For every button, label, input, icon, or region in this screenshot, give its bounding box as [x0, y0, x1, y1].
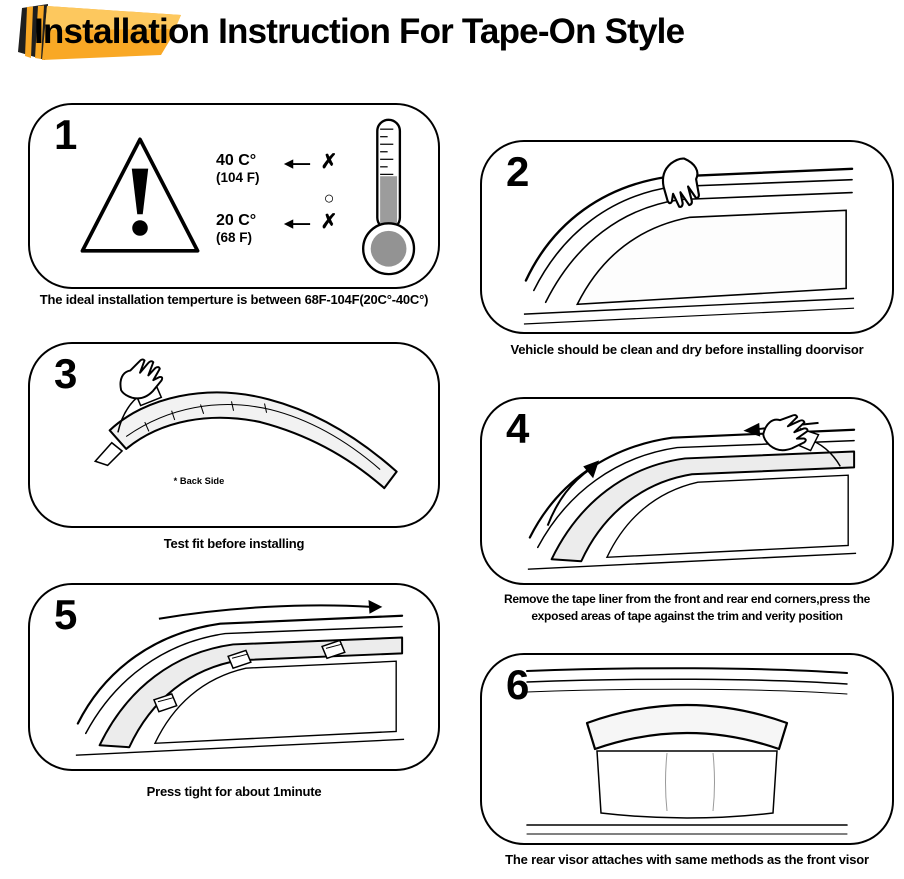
temperature-range: 40 C° (104 F) ✗ ○ 20 C° (68 F)	[216, 152, 342, 245]
visor-test-fit-illustration: * Back Side	[93, 358, 398, 490]
not-ok-mark: ✗	[320, 210, 338, 233]
header: Installation Instruction For Tape-On Sty…	[0, 0, 904, 74]
rear-window-shape	[596, 750, 778, 819]
temperature-diagram: 40 C° (104 F) ✗ ○ 20 C° (68 F)	[30, 105, 438, 287]
visor-shape	[550, 450, 856, 563]
ok-row: ○	[316, 188, 342, 209]
step-caption-4-line1: Remove the tape liner from the front and…	[504, 592, 870, 606]
rear-visor-shape	[585, 703, 789, 751]
step-number-3: 3	[54, 350, 78, 397]
step-caption-5: Press tight for about 1minute	[146, 784, 322, 799]
step-caption-4-line2: exposed areas of tape against the trim a…	[531, 609, 843, 623]
not-ok-mark: ✗	[320, 150, 338, 173]
left-arrow-icon	[283, 218, 311, 229]
temp-high-fahrenheit: (104 F)	[216, 169, 260, 185]
press-visor-illustration	[75, 599, 405, 756]
step-number-1: 1	[54, 111, 78, 158]
step-number-6: 6	[506, 661, 530, 708]
temp-high-celsius: 40 C°	[216, 151, 257, 169]
step-caption-4: Remove the tape liner from the front and…	[467, 591, 904, 625]
left-arrow-icon	[283, 158, 311, 169]
tape-liner-removal-illustration	[527, 414, 857, 570]
step-panel-5: 5	[28, 583, 440, 771]
step-number-4: 4	[506, 405, 530, 452]
step-number-5: 5	[54, 591, 78, 638]
step-caption-2: Vehicle should be clean and dry before i…	[510, 342, 864, 357]
visor-shape	[108, 391, 398, 490]
thermometer-illustration	[362, 118, 416, 276]
tape-flag-icon	[321, 639, 346, 660]
tape-tail	[93, 441, 124, 467]
temp-low-row: 20 C° (68 F) ✗	[216, 212, 342, 245]
step-panel-4: 4	[480, 397, 894, 585]
ok-mark: ○	[323, 187, 335, 208]
visor-shape	[98, 636, 404, 749]
ribbon-decoration-icon	[18, 4, 181, 60]
hand-icon	[661, 157, 700, 208]
step-number-2: 2	[506, 148, 530, 195]
temp-low-fahrenheit: (68 F)	[216, 229, 253, 245]
temp-low-celsius: 20 C°	[216, 211, 257, 229]
step-caption-1: The ideal installation temperture is bet…	[39, 292, 429, 307]
right-arrow-icon	[158, 599, 383, 620]
back-side-label: * Back Side	[174, 476, 225, 486]
step-panel-1: 1 40 C° (104 F) ✗	[28, 103, 440, 289]
step-panel-6: 6	[480, 653, 894, 845]
tape-flag-icon	[152, 692, 178, 713]
warning-triangle-icon	[80, 137, 200, 253]
step-caption-6: The rear visor attaches with same method…	[505, 852, 869, 867]
ribbon-stripe	[25, 6, 33, 58]
car-window-cleaning-illustration	[523, 157, 855, 325]
temp-high-row: 40 C° (104 F) ✗	[216, 152, 342, 185]
ribbon-stripe	[35, 5, 44, 59]
ribbon-highlight	[45, 6, 181, 30]
hand-icon	[119, 358, 164, 400]
hand-icon	[762, 414, 809, 452]
page-title: Installation Instruction For Tape-On Sty…	[34, 12, 685, 51]
step-caption-3: Test fit before installing	[163, 536, 305, 551]
step-panel-2: 2	[480, 140, 894, 334]
step-panel-3: 3 * Back Side	[28, 342, 440, 528]
rear-visor-illustration	[526, 667, 848, 835]
tape-flag-icon	[227, 649, 252, 670]
